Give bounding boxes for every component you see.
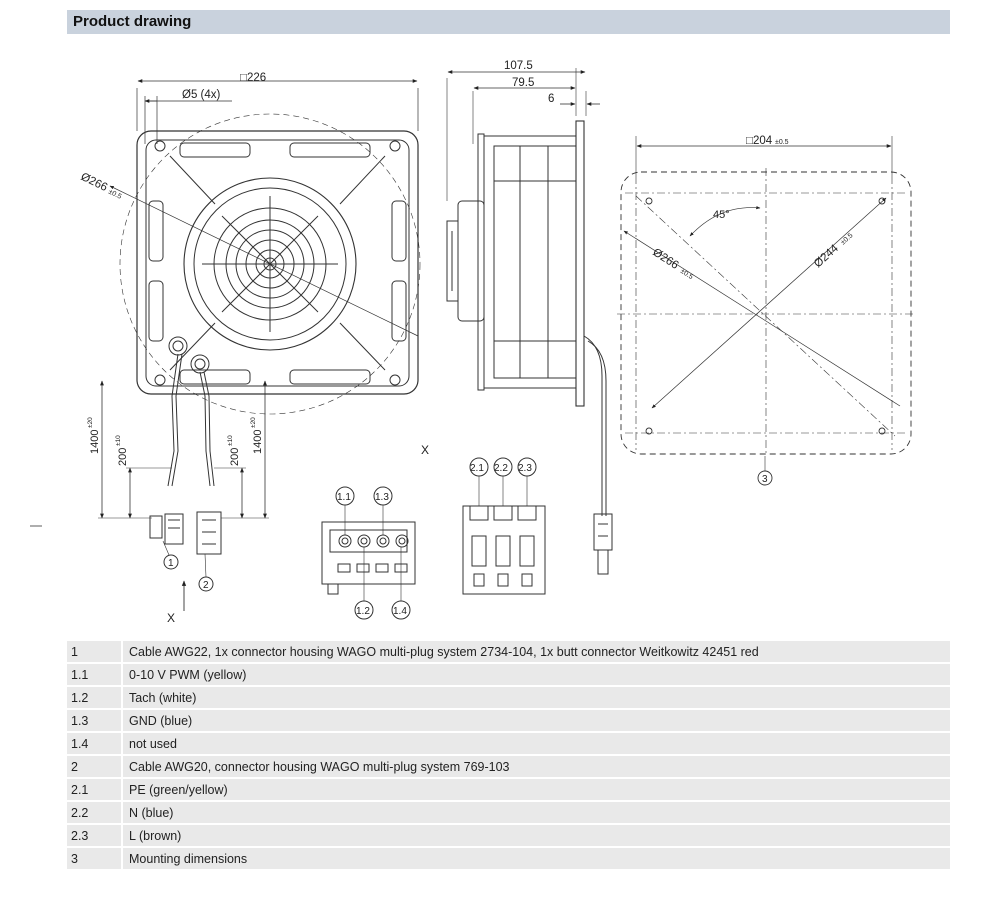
cable-length-long-tol-1: ±20 bbox=[87, 417, 94, 428]
connector-2-pin-2-1: 2.1 bbox=[470, 463, 484, 474]
connector-1-pin-1-3: 1.3 bbox=[375, 492, 389, 503]
legend-key: 1 bbox=[67, 641, 123, 664]
legend-description: L (brown) bbox=[123, 825, 950, 848]
front-view bbox=[109, 79, 421, 415]
cable-assembly bbox=[30, 353, 269, 611]
legend-description: 0-10 V PWM (yellow) bbox=[123, 664, 950, 687]
legend-key: 2.1 bbox=[67, 779, 123, 802]
cable-length-short-1: 200 bbox=[117, 448, 129, 466]
legend-key: 2 bbox=[67, 756, 123, 779]
connector-1-pin-1-1: 1.1 bbox=[337, 492, 351, 503]
legend-description: not used bbox=[123, 733, 950, 756]
connector-1-pin-1-4: 1.4 bbox=[393, 606, 407, 617]
legend-key: 1.4 bbox=[67, 733, 123, 756]
mount-view bbox=[617, 136, 916, 486]
mount-dia-inner: Ø244 bbox=[812, 242, 841, 270]
legend-description: Cable AWG22, 1x connector housing WAGO m… bbox=[123, 641, 950, 664]
side-dim-total: 107.5 bbox=[504, 60, 533, 72]
legend-description: Mounting dimensions bbox=[123, 848, 950, 871]
callout-1-label: 1 bbox=[168, 558, 174, 569]
cable-length-short-tol-2: ±10 bbox=[227, 435, 234, 446]
mount-dia-outer: Ø266 bbox=[650, 246, 680, 271]
side-dim-flange: 6 bbox=[548, 93, 554, 105]
dim-width-label: □226 bbox=[240, 72, 266, 84]
cable-length-long-2: 1400 bbox=[252, 430, 264, 454]
cable-length-long-1: 1400 bbox=[89, 430, 101, 454]
callout-2-label: 2 bbox=[203, 580, 209, 591]
mount-dim-square: □204 bbox=[746, 135, 773, 147]
cable-length-long-tol-2: ±20 bbox=[250, 417, 257, 428]
connector-2-pin-2-3: 2.3 bbox=[518, 463, 532, 474]
side-dim-mid: 79.5 bbox=[512, 77, 534, 89]
legend-key: 2.3 bbox=[67, 825, 123, 848]
legend-description: Tach (white) bbox=[123, 687, 950, 710]
mount-dim-square-tol: ±0.5 bbox=[775, 139, 789, 146]
connector-2 bbox=[462, 457, 546, 595]
legend-description: Cable AWG20, connector housing WAGO mult… bbox=[123, 756, 950, 779]
dim-hole-label: Ø5 (4x) bbox=[182, 89, 221, 101]
cable-length-short-2: 200 bbox=[229, 448, 241, 466]
mount-dia-outer-tol: ±0.5 bbox=[679, 268, 694, 281]
legend-description: GND (blue) bbox=[123, 710, 950, 733]
legend-key: 1.1 bbox=[67, 664, 123, 687]
legend-key: 1.2 bbox=[67, 687, 123, 710]
legend-key: 1.3 bbox=[67, 710, 123, 733]
mount-angle-label: 45° bbox=[713, 209, 730, 221]
connector-2-pin-2-2: 2.2 bbox=[494, 463, 508, 474]
callout-3-label: 3 bbox=[762, 474, 768, 485]
legend-description: PE (green/yellow) bbox=[123, 779, 950, 802]
section-title: Product drawing bbox=[73, 13, 192, 30]
cable-length-short-tol-1: ±10 bbox=[115, 435, 122, 446]
legend-key: 3 bbox=[67, 848, 123, 871]
mount-dia-inner-tol: ±0.5 bbox=[840, 232, 855, 246]
dim-dia-label: Ø266 bbox=[79, 171, 110, 194]
legend-description: N (blue) bbox=[123, 802, 950, 825]
side-view bbox=[446, 68, 613, 575]
dim-dia-tol: ±0.5 bbox=[107, 189, 122, 201]
product-drawing: □226 Ø5 (4x) Ø266 ±0.5 1400 ±20 200 ±10 … bbox=[0, 36, 1000, 640]
connector-1 bbox=[321, 486, 416, 620]
legend-key: 2.2 bbox=[67, 802, 123, 825]
view-marker-x-bottom: X bbox=[167, 611, 175, 625]
section-header: Product drawing bbox=[67, 10, 950, 34]
connector-1-pin-1-2: 1.2 bbox=[356, 606, 370, 617]
view-marker-x-mid: X bbox=[421, 443, 429, 457]
